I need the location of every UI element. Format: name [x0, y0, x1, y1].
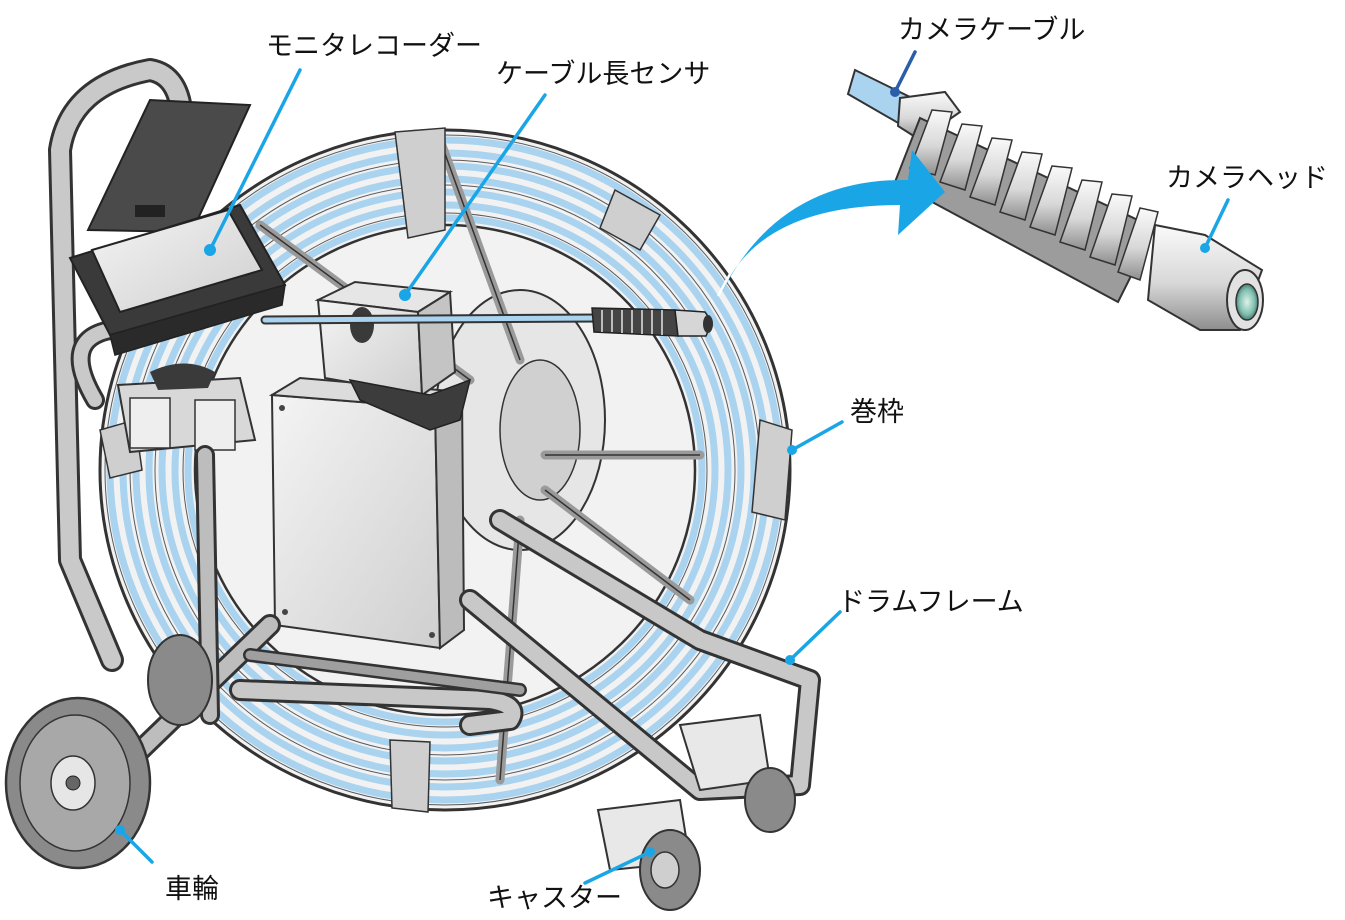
- label-camera-cable: カメラケーブル: [898, 15, 1086, 46]
- leader-dot: [204, 244, 216, 256]
- zoom-arrow: [722, 150, 945, 292]
- leader-dot: [785, 655, 795, 665]
- leader-sensor: [403, 93, 547, 297]
- leader-reel: [790, 420, 844, 452]
- label-cable-length-sensor: ケーブル長センサ: [496, 59, 711, 90]
- leader-dot: [399, 289, 411, 301]
- monitor-recorder: [68, 98, 287, 356]
- leader-dot: [890, 87, 900, 97]
- leader-camera-cable: [893, 50, 917, 94]
- guide-rod: [260, 307, 713, 337]
- caster-wheels: [147, 634, 796, 911]
- leader-dot: [645, 847, 655, 857]
- label-wheel: 車輪: [165, 874, 219, 905]
- leader-dot: [115, 825, 125, 835]
- label-camera-head: カメラヘッド: [1166, 163, 1328, 194]
- main-wheel: [4, 696, 152, 870]
- leader-monitor: [208, 68, 302, 252]
- label-monitor-recorder: モニタレコーダー: [266, 31, 482, 62]
- leader-dot: [1200, 243, 1210, 253]
- control-box: [116, 363, 466, 650]
- label-drum-frame: ドラムフレーム: [838, 587, 1024, 618]
- label-caster: キャスター: [487, 883, 622, 914]
- leader-caster: [583, 850, 652, 885]
- leader-drum-frame: [788, 610, 842, 662]
- camera-head-enlarged: [846, 68, 1264, 331]
- leader-camera-head: [1203, 198, 1230, 250]
- leader-lines: [115, 50, 1230, 885]
- leader-wheel: [118, 828, 154, 864]
- leader-dot: [787, 445, 797, 455]
- label-reel-frame: 巻枠: [850, 397, 904, 428]
